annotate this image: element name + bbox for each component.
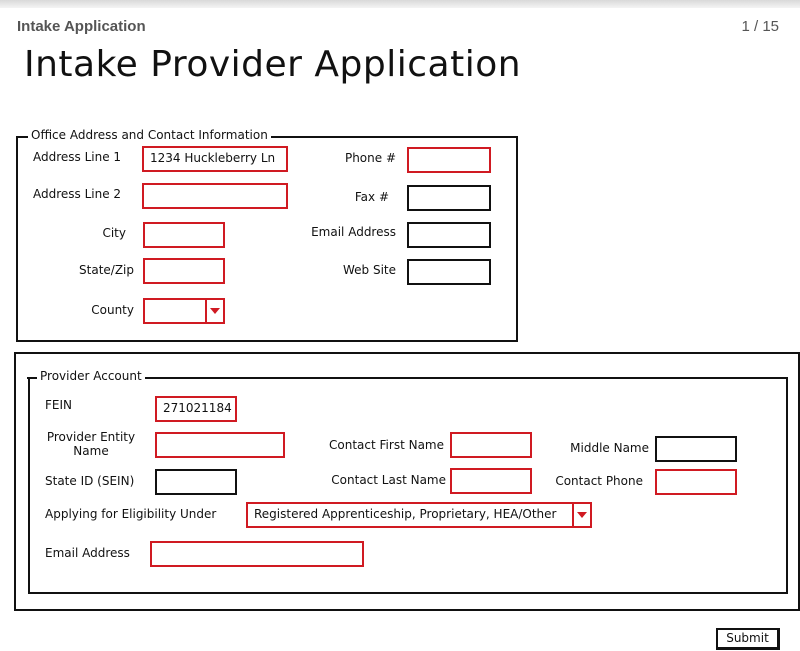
fein-label: FEIN (45, 398, 72, 412)
middle-name-input[interactable] (655, 436, 737, 462)
city-input[interactable] (143, 222, 225, 248)
submit-button[interactable]: Submit (716, 628, 780, 650)
contact-first-name-input[interactable] (450, 432, 532, 458)
provider-email-label: Email Address (45, 546, 130, 560)
provider-email-input[interactable] (150, 541, 364, 567)
eligibility-label: Applying for Eligibility Under (45, 507, 217, 521)
office-address-legend: Office Address and Contact Information (18, 128, 271, 142)
fein-input[interactable]: 271021184 (155, 396, 237, 422)
state-zip-input[interactable] (143, 258, 225, 284)
city-label: City (102, 226, 126, 240)
contact-last-name-input[interactable] (450, 468, 532, 494)
address-line-2-label: Address Line 2 (33, 187, 122, 201)
office-email-label: Email Address (311, 225, 396, 239)
phone-input[interactable] (407, 147, 491, 173)
provider-entity-label-line1: Provider Entity (46, 430, 136, 444)
phone-label: Phone # (344, 151, 396, 165)
web-site-label: Web Site (342, 263, 396, 277)
provider-account-legend: Provider Account (27, 369, 145, 383)
office-email-input[interactable] (407, 222, 491, 248)
fax-input[interactable] (407, 185, 491, 211)
state-zip-label: State/Zip (79, 263, 134, 277)
fax-label: Fax # (354, 190, 389, 204)
provider-entity-input[interactable] (155, 432, 285, 458)
eligibility-select-value: Registered Apprenticeship, Proprietary, … (254, 507, 557, 521)
app-title: Intake Application (17, 18, 146, 35)
address-line-2-input[interactable] (142, 183, 288, 209)
county-label: County (91, 303, 134, 317)
web-site-input[interactable] (407, 259, 491, 285)
state-id-input[interactable] (155, 469, 237, 495)
state-id-label: State ID (SEIN) (45, 474, 135, 488)
contact-last-name-label: Contact Last Name (331, 473, 446, 487)
chevron-down-icon[interactable] (205, 300, 223, 322)
provider-entity-label-line2: Name (73, 444, 109, 458)
contact-first-name-label: Contact First Name (329, 438, 444, 452)
county-select[interactable] (143, 298, 225, 324)
eligibility-select[interactable]: Registered Apprenticeship, Proprietary, … (246, 502, 592, 528)
middle-name-label: Middle Name (570, 441, 649, 455)
page-title: Intake Provider Application (24, 44, 522, 85)
address-line-1-input[interactable]: 1234 Huckleberry Ln (142, 146, 288, 172)
chevron-down-icon[interactable] (572, 504, 590, 526)
top-bar (0, 0, 800, 8)
page-indicator: 1 / 15 (741, 18, 779, 35)
address-line-1-label: Address Line 1 (33, 150, 122, 164)
contact-phone-label: Contact Phone (555, 474, 643, 488)
provider-entity-label: Provider Entity Name (41, 430, 141, 458)
contact-phone-input[interactable] (655, 469, 737, 495)
